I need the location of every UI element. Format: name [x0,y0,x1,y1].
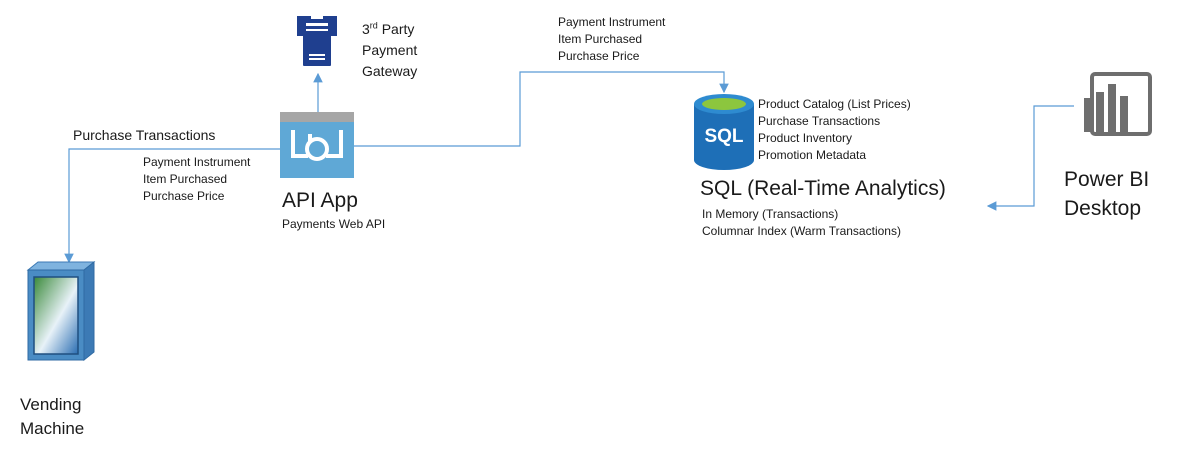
sql-cylinder-shape [694,94,754,170]
api-app-title: API App [282,189,358,212]
vending-machine-icon [26,260,96,362]
api-app-subtitle: Payments Web API [282,217,386,231]
gateway-label: 3rd Party Payment Gateway [362,19,417,82]
sql-content-item: Purchase Transactions [758,114,881,128]
power-bi-label-line-2: Desktop [1064,197,1142,220]
sql-content-item: Product Catalog (List Prices) [758,97,911,111]
gateway-label-line-2: Payment [362,42,418,58]
top-flow-labels: Payment Instrument Item Purchased Purcha… [558,14,665,65]
power-bi-label: Power BI Desktop [1064,165,1149,223]
vending-label-line-1: Vending [20,395,82,414]
sql-note-item: In Memory (Transactions) [702,207,839,221]
sql-icon-text: SQL [704,126,744,147]
sql-title: SQL (Real-Time Analytics) [700,177,946,200]
api-app-icon [280,112,354,178]
gateway-label-line-1: 3rd Party [362,20,415,37]
server-icon [297,16,337,66]
power-bi-icon [1084,72,1152,136]
sql-contents: Product Catalog (List Prices) Purchase T… [758,96,911,164]
left-flow-labels: Payment Instrument Item Purchased Purcha… [143,154,250,205]
api-to-vending-connector [64,148,282,264]
sql-note-item: Columnar Index (Warm Transactions) [702,224,901,238]
sql-content-item: Promotion Metadata [758,148,867,162]
sql-database-icon: SQL [694,94,754,170]
left-flow-line-3: Purchase Price [143,189,225,203]
gateway-label-line-3: Gateway [362,63,418,79]
power-bi-label-line-1: Power BI [1064,168,1150,191]
top-flow-line-1: Payment Instrument [558,15,666,29]
top-flow-line-2: Item Purchased [558,32,643,46]
top-flow-line-3: Purchase Price [558,49,640,63]
purchase-transactions-label: Purchase Transactions [73,127,216,143]
left-flow-line-2: Item Purchased [143,172,228,186]
gateway-label-sup: rd [369,20,378,31]
api-to-sql-connector [353,71,729,147]
vending-machine-label: Vending Machine [20,393,84,441]
sql-content-item: Product Inventory [758,131,853,145]
powerbi-to-sql-connector [986,105,1074,211]
left-flow-line-1: Payment Instrument [143,155,251,169]
vending-label-line-2: Machine [20,419,85,438]
sql-notes: In Memory (Transactions) Columnar Index … [702,206,901,240]
